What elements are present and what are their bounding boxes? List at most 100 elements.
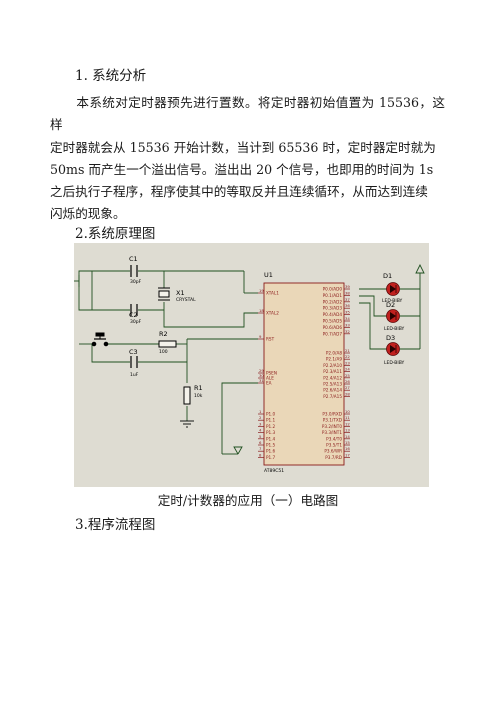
chip-pin-number: 8 xyxy=(259,452,262,457)
section-heading-flowchart: 3.程序流程图 xyxy=(75,517,156,533)
chip-pin-label: XTAL2 xyxy=(266,311,279,316)
capacitor-c1 xyxy=(130,265,138,277)
paragraph-line: 本系统对定时器预先进行置数。将定时器初始值置为 15536，这样 xyxy=(50,95,445,133)
chip-pin-number: 13 xyxy=(345,428,350,433)
resistor-r1 xyxy=(183,386,191,405)
chip-pin-label: P0.3/AD3 xyxy=(323,306,343,311)
c3-value: 1uF xyxy=(130,372,139,378)
chip-pin-label: P1.5 xyxy=(266,443,276,448)
d3-ref: D3 xyxy=(386,334,395,342)
chip-pin-label: RST xyxy=(266,337,275,342)
chip-pin-label: P0.1/AD1 xyxy=(323,293,343,298)
chip-pin-label: P2.1/A9 xyxy=(326,357,342,362)
chip-pin-number: 38 xyxy=(345,290,350,295)
chip-pin-number: 32 xyxy=(345,329,350,334)
c2-value: 30pF xyxy=(130,319,142,325)
chip-pin-number: 11 xyxy=(345,415,350,420)
chip-pin-number: 7 xyxy=(259,446,262,451)
chip-pin-number: 21 xyxy=(345,348,350,353)
chip-pin-label: P3.6/WR xyxy=(324,449,342,454)
resistor-r2 xyxy=(158,340,177,348)
d1-value: LED-BIBY xyxy=(382,298,403,304)
chip-pin-number: 26 xyxy=(345,379,350,384)
chip-pin-number: 33 xyxy=(345,322,350,327)
c1-value: 30pF xyxy=(130,279,142,285)
power-terminal-icon xyxy=(233,263,425,455)
chip-pin-number: 35 xyxy=(345,310,350,315)
x1-value: CRYSTAL xyxy=(176,297,196,303)
chip-pin-label: EA xyxy=(266,381,272,386)
chip-pin-label: P1.6 xyxy=(266,449,276,454)
chip-pin-label: P3.0/RXD xyxy=(322,412,342,417)
ground-icon xyxy=(180,420,194,428)
d3-value: LED-BIBY xyxy=(384,360,405,366)
chip-pin-number: 28 xyxy=(345,391,350,396)
chip-pin-label: P0.5/AD5 xyxy=(323,319,343,324)
chip-pin-label: P2.6/A14 xyxy=(323,388,342,393)
chip-pin-number: 2 xyxy=(259,415,262,420)
chip-pin-label: P2.2/A10 xyxy=(323,363,342,368)
chip-pin-label: P3.1/TXD xyxy=(323,418,342,423)
figure-caption: 定时/计数器的应用（一）电路图 xyxy=(157,493,339,508)
chip-pin-number: 30 xyxy=(259,373,264,378)
chip-pin-label: P0.7/AD7 xyxy=(323,331,343,336)
crystal-x1 xyxy=(158,287,170,301)
chip-pin-label: ALE xyxy=(266,376,274,381)
chip-pin-label: P0.6/AD6 xyxy=(323,325,343,330)
led-d2 xyxy=(386,309,400,323)
r2-value: 100 xyxy=(159,349,168,355)
chip-pin-number: 12 xyxy=(345,421,350,426)
chip-pin-label: P2.4/A12 xyxy=(323,375,342,380)
c3-ref: C3 xyxy=(129,348,138,356)
chip-pin-label: P3.5/T1 xyxy=(326,443,342,448)
chip-pin-number: 18 xyxy=(259,308,264,313)
chip-pin-number: 31 xyxy=(259,378,264,383)
chip-pin-number: 24 xyxy=(345,367,350,372)
chip-pin-label: P0.4/AD4 xyxy=(323,312,343,317)
chip-pin-label: P3.4/T0 xyxy=(326,436,342,441)
chip-pin-label: P2.3/A11 xyxy=(323,369,342,374)
chip-pin-label: P1.0 xyxy=(266,412,276,417)
d1-ref: D1 xyxy=(383,272,392,280)
chip-pin-number: 14 xyxy=(345,434,350,439)
chip-pin-number: 6 xyxy=(259,440,262,445)
paragraph-line: 定时器就会从 15536 开始计数，当计到 65536 时，定时器定时就为 xyxy=(50,139,436,155)
chip-pin-label: P3.3/INT1 xyxy=(322,430,343,435)
chip-pin-label: P3.2/INT0 xyxy=(322,424,343,429)
chip-pin-number: 15 xyxy=(345,440,350,445)
chip-pin-number: 27 xyxy=(345,385,350,390)
chip-pin-label: P0.2/AD2 xyxy=(323,299,343,304)
chip-pin-number: 25 xyxy=(345,373,350,378)
capacitor-c2 xyxy=(130,304,138,316)
chip-pin-number: 9 xyxy=(259,334,262,339)
chip-pin-number: 29 xyxy=(259,368,264,373)
chip-pin-label: P2.7/A15 xyxy=(323,394,342,399)
chip-pin-label: PSEN xyxy=(266,371,277,376)
chip-pin-number: 17 xyxy=(345,452,350,457)
chip-pin-number: 5 xyxy=(259,434,262,439)
led-d1 xyxy=(386,282,400,296)
chip-u1-body xyxy=(263,282,345,466)
chip-pin-number: 37 xyxy=(345,297,350,302)
chip-pin-number: 23 xyxy=(345,360,350,365)
paragraph-line: 50ms 而产生一个溢出信号。溢出出 20 个信号，也即用的时间为 1s xyxy=(50,161,434,177)
r1-ref: R1 xyxy=(194,384,203,392)
r1-value: 10k xyxy=(194,393,203,399)
wires xyxy=(74,270,421,455)
chip-pin-number: 34 xyxy=(345,316,350,321)
chip-pin-label: P1.3 xyxy=(266,430,276,435)
chip-pin-number: 1 xyxy=(259,409,262,414)
chip-pin-number: 3 xyxy=(259,421,262,426)
push-button-icon xyxy=(91,332,109,347)
paragraph-line: 闪烁的现象。 xyxy=(50,206,126,222)
paragraph-line: 之后执行子程序，程序使其中的等取反并且连续循环，从而达到连续 xyxy=(50,184,428,200)
circuit-schematic: C1 30pF X1 CRYSTAL C2 30pF R2 100 C3 1uF… xyxy=(74,243,429,487)
u1-ref: U1 xyxy=(264,271,273,279)
chip-pin-number: 36 xyxy=(345,303,350,308)
chip-pin-label: P0.0/AD0 xyxy=(323,287,343,292)
chip-pin-label: P1.2 xyxy=(266,424,276,429)
u1-value: AT89C51 xyxy=(264,468,284,474)
r2-ref: R2 xyxy=(159,330,168,338)
chip-pin-label: XTAL1 xyxy=(266,291,279,296)
